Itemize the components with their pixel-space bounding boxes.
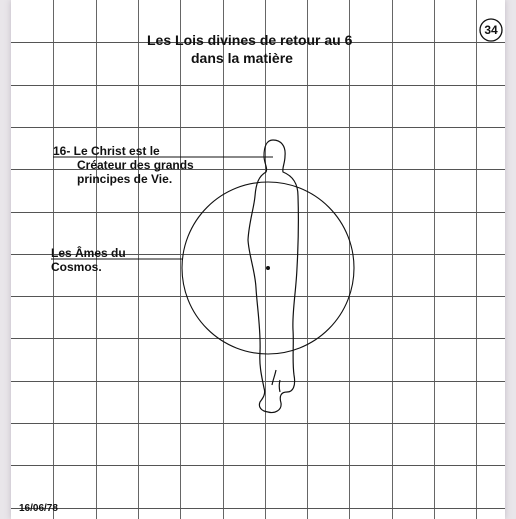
page-number: 34 — [478, 19, 504, 41]
christ-label-line-1: 16- Le Christ est le — [53, 144, 160, 158]
diagram-sheet: 34 Les Lois divines de retour au 6 dans … — [11, 0, 505, 519]
christ-silhouette — [248, 140, 298, 413]
title-line-2: dans la matière — [191, 50, 293, 66]
center-dot — [266, 266, 270, 270]
christ-label-line-2: Créateur des grands — [77, 158, 194, 172]
date-label: 16/06/78 — [19, 502, 58, 516]
souls-label-line-1: Les Âmes du — [51, 246, 126, 260]
souls-label-line-2: Cosmos. — [51, 260, 102, 274]
christ-label-line-3: principes de Vie. — [77, 172, 172, 186]
title-line-1: Les Lois divines de retour au 6 — [147, 32, 352, 48]
